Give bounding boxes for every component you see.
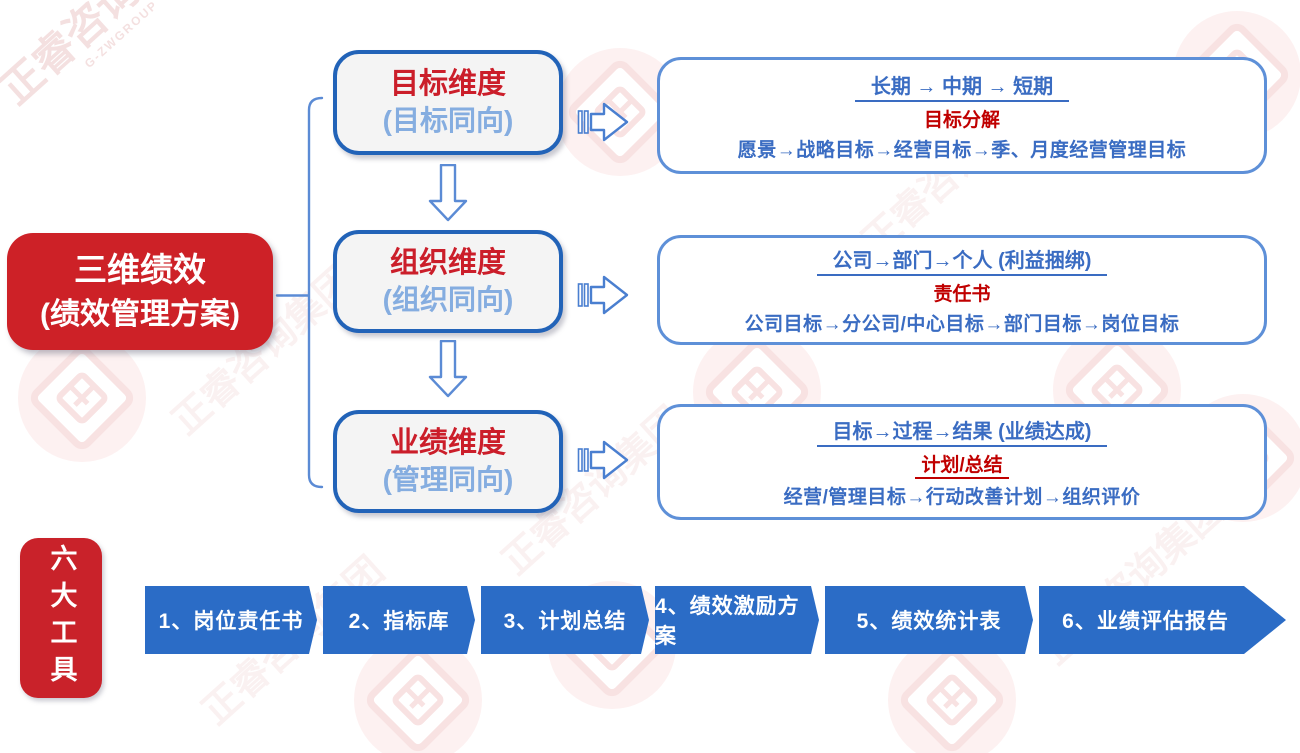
tool-bar-2: 2、指标库 — [323, 586, 475, 654]
detail-line-3: 愿景→战略目标→经营目标→季、月度经营管理目标 — [737, 139, 1187, 161]
bracket-connector — [275, 96, 324, 489]
main-subtitle: (绩效管理方案) — [40, 297, 240, 331]
detail-line-1: 长期 → 中期 → 短期 — [854, 70, 1070, 102]
detail-line-2: 责任书 — [933, 284, 991, 305]
six-tools-label: 六大工具 — [46, 544, 77, 692]
detail-box-organization: 公司→部门→个人 (利益捆绑) 责任书 公司目标→分公司/中心目标→部门目标→岗… — [657, 235, 1267, 345]
dimension-box-organization: 组织维度 (组织同向) — [333, 230, 563, 333]
tool-bar-4: 4、绩效激励方案 — [655, 586, 819, 654]
dimension-subtitle: (目标同向) — [382, 105, 514, 136]
six-tools-label-box: 六大工具 — [20, 538, 102, 698]
dimension-title: 目标维度 — [389, 68, 506, 100]
main-title-box: 三维绩效 (绩效管理方案) — [7, 233, 273, 350]
dimension-subtitle: (组织同向) — [382, 284, 514, 315]
striped-right-arrow-icon — [577, 440, 629, 480]
tool-bar-3: 3、计划总结 — [481, 586, 649, 654]
detail-line-1: 公司→部门→个人 (利益捆绑) — [816, 244, 1108, 276]
striped-right-arrow-icon — [577, 102, 629, 142]
dimension-subtitle: (管理同向) — [382, 464, 514, 495]
detail-line-3: 公司目标→分公司/中心目标→部门目标→岗位目标 — [744, 314, 1180, 335]
tool-bar-1: 1、岗位责任书 — [145, 586, 317, 654]
down-arrow-icon — [428, 340, 468, 398]
dimension-title: 组织维度 — [389, 247, 506, 279]
detail-box-performance: 目标→过程→结果 (业绩达成) 计划/总结 经营/管理目标→行动改善计划→组织评… — [657, 404, 1267, 520]
tool-bar-5: 5、绩效统计表 — [825, 586, 1033, 654]
tool-bar-6: 6、业绩评估报告 — [1039, 586, 1286, 654]
dimension-title: 业绩维度 — [389, 427, 506, 459]
detail-line-1: 目标→过程→结果 (业绩达成) — [816, 415, 1108, 447]
striped-right-arrow-icon — [577, 275, 629, 315]
detail-box-goal: 长期 → 中期 → 短期 目标分解 愿景→战略目标→经营目标→季、月度经营管理目… — [657, 57, 1267, 174]
main-title: 三维绩效 — [74, 250, 206, 288]
dimension-box-goal: 目标维度 (目标同向) — [333, 50, 563, 155]
detail-line-2: 计划/总结 — [915, 450, 1009, 479]
dimension-box-performance: 业绩维度 (管理同向) — [333, 410, 563, 513]
tool-bar-row: 1、岗位责任书 2、指标库 3、计划总结 4、绩效激励方案 5、绩效统计表 6、… — [145, 586, 1286, 654]
detail-line-2: 目标分解 — [923, 109, 1000, 131]
detail-line-3: 经营/管理目标→行动改善计划→组织评价 — [783, 487, 1141, 508]
watermark-brand-text: 正睿咨询集团 G-ZWGROUP — [0, 0, 211, 114]
down-arrow-icon — [428, 164, 468, 222]
